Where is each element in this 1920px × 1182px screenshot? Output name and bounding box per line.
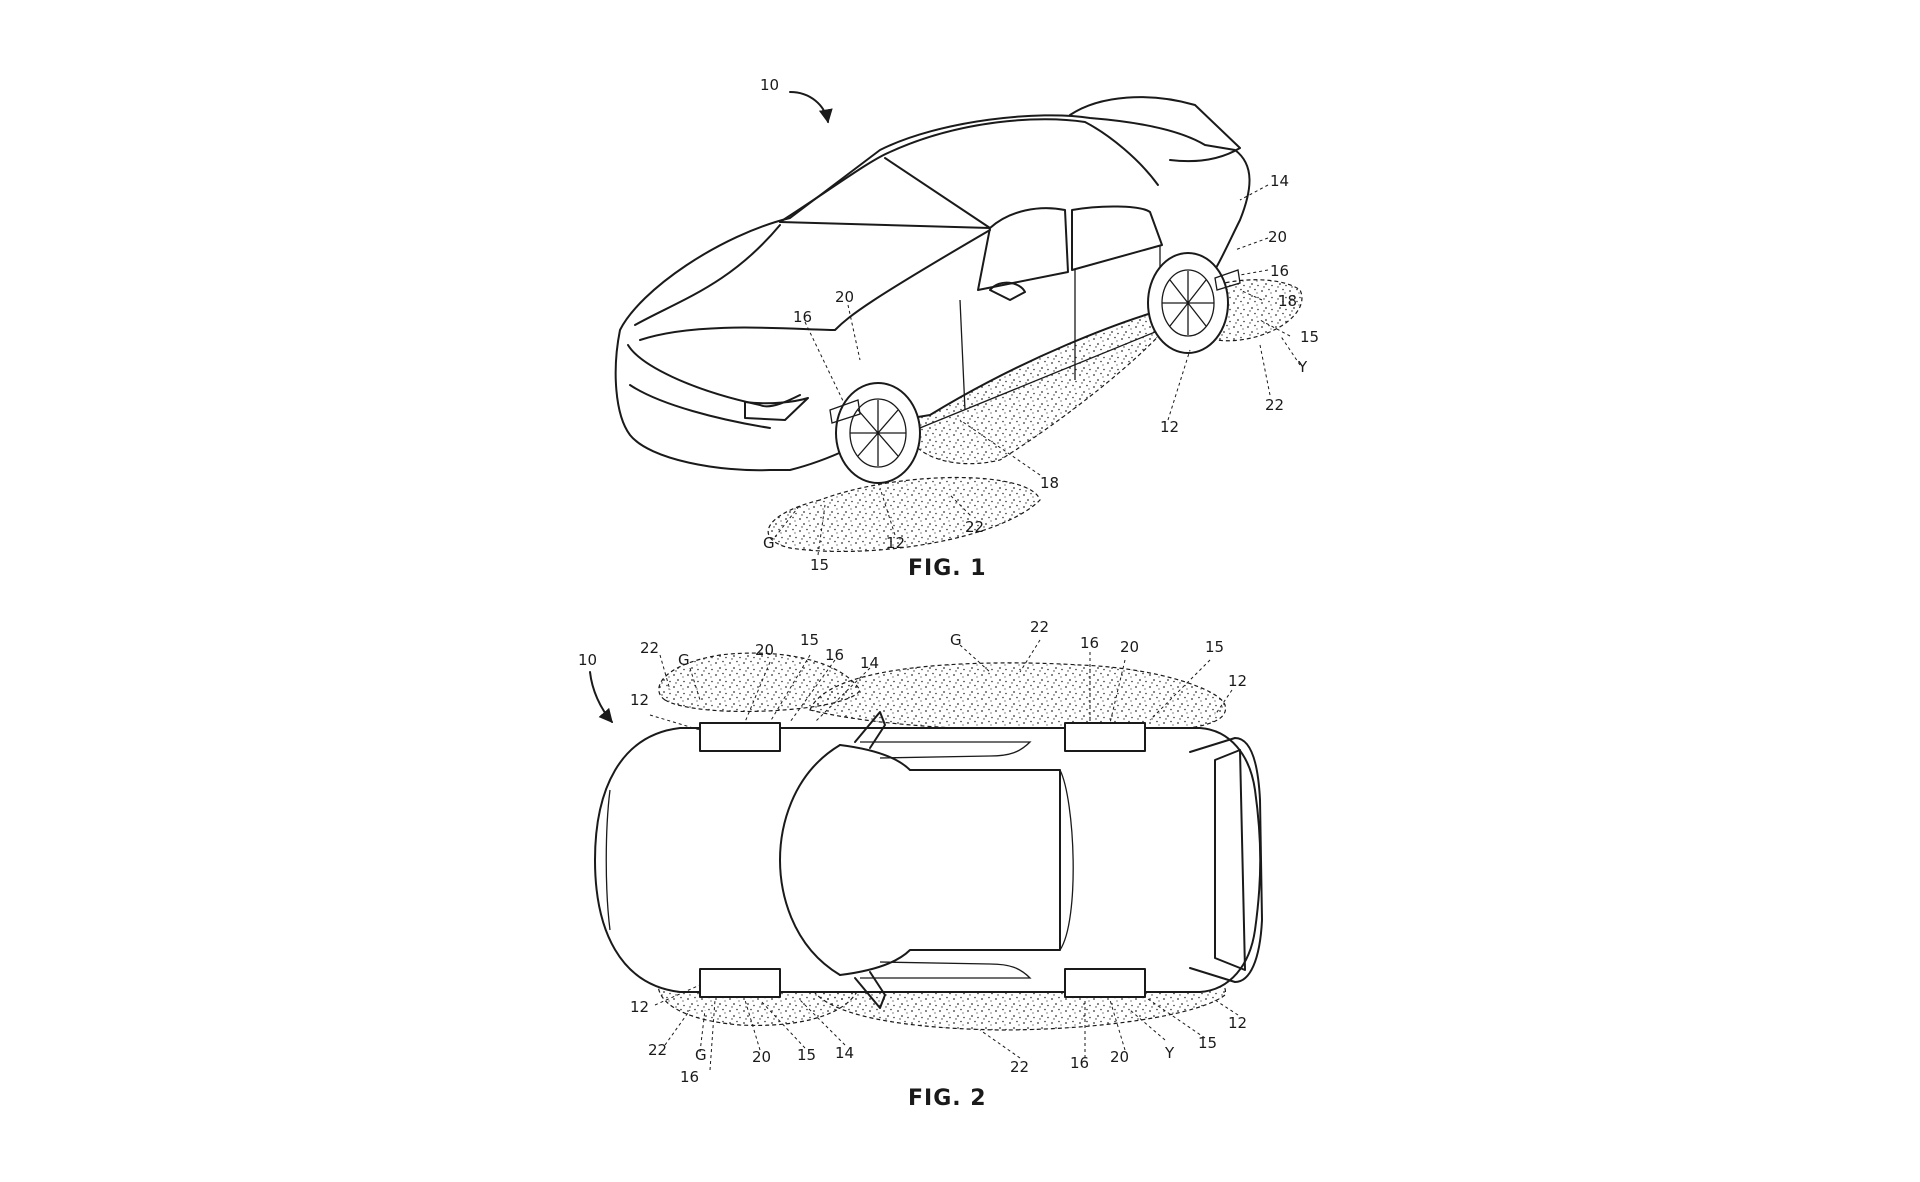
fig2-ref-label: G xyxy=(695,1046,707,1064)
fig2-car-body xyxy=(594,727,1262,993)
fig2-ref-label: 16 xyxy=(1080,634,1099,652)
fig2-ref-label: 16 xyxy=(1070,1054,1089,1072)
fig2-ref-label: 22 xyxy=(648,1041,667,1059)
fig1-ref-label: 20 xyxy=(835,288,854,306)
fig1-ref-label: 16 xyxy=(793,308,812,326)
fig2-sill-top xyxy=(860,741,1032,759)
fig1-ref-label: Y xyxy=(1297,358,1308,376)
fig2-ref-label: 16 xyxy=(680,1068,699,1086)
fig1-lamp-rear xyxy=(1214,269,1241,291)
fig1-zone-front xyxy=(767,476,1041,553)
fig1-ref-label: G xyxy=(763,534,775,552)
fig2-ref-label: 15 xyxy=(1198,1034,1217,1052)
fig2-leaders xyxy=(649,639,1239,1071)
fig1-ref-label: 12 xyxy=(1160,418,1179,436)
fig1-ref-label: 12 xyxy=(886,534,905,552)
fig1-leaders xyxy=(774,184,1301,556)
fig2-sill-bottom xyxy=(860,961,1032,979)
fig2-ref-label: 10 xyxy=(578,651,597,669)
fig2-wheel-rear-top xyxy=(1064,722,1146,752)
fig2-ref-label: 16 xyxy=(825,646,844,664)
fig1-ref-label: 14 xyxy=(1270,172,1289,190)
fig2-ref-label: 22 xyxy=(1010,1058,1029,1076)
fig1-ref-10-arrow xyxy=(789,91,833,124)
fig1-ref-label: 10 xyxy=(760,76,779,94)
fig2-drawing: 10 22 G 20 15 16 14 12 G 22 16 20 15 12 … xyxy=(578,618,1263,1111)
fig1-ref-label: 18 xyxy=(1278,292,1297,310)
fig1-ref-label: 16 xyxy=(1270,262,1289,280)
fig1-ref-label: 18 xyxy=(1040,474,1059,492)
fig2-ref-label: 12 xyxy=(630,998,649,1016)
fig1-ref-label: 22 xyxy=(1265,396,1284,414)
fig2-windshield xyxy=(779,744,841,976)
fig1-mirror xyxy=(989,281,1026,301)
fig2-caption: FIG. 2 xyxy=(908,1086,987,1111)
fig2-wheel-front-top xyxy=(699,722,781,752)
fig2-ref-label: 15 xyxy=(797,1046,816,1064)
fig2-ref-label: 15 xyxy=(1205,638,1224,656)
fig2-ref-label: 12 xyxy=(1228,1014,1247,1032)
fig1-ref-label: 15 xyxy=(1300,328,1319,346)
fig1-ref-label: 22 xyxy=(965,518,984,536)
fig2-mirror-bottom xyxy=(854,971,886,1009)
fig2-rear-glass xyxy=(1059,769,1074,951)
fig2-spoiler xyxy=(1189,737,1263,983)
fig1-headlight xyxy=(744,397,809,421)
fig2-ref-label: Y xyxy=(1164,1044,1175,1062)
fig2-roof xyxy=(839,744,1061,976)
fig2-ref-label: 12 xyxy=(1228,672,1247,690)
fig2-ref-label: 15 xyxy=(800,631,819,649)
fig1-rocker xyxy=(914,329,1161,431)
fig2-ref-label: 14 xyxy=(835,1044,854,1062)
fig1-spoiler xyxy=(1069,96,1241,163)
fig2-ref-label: 20 xyxy=(1110,1048,1129,1066)
fig2-wheel-rear-bottom xyxy=(1064,968,1146,998)
fig2-zone-left-top xyxy=(658,652,861,713)
fig1-ref-label: 15 xyxy=(810,556,829,574)
fig1-drawing: 10 14 20 16 18 15 Y 22 12 20 16 18 22 12… xyxy=(614,76,1319,581)
fig2-ref-label: 20 xyxy=(752,1048,771,1066)
fig2-ref-label: 20 xyxy=(1120,638,1139,656)
fig1-hood xyxy=(634,224,991,341)
fig1-ref-label: 20 xyxy=(1268,228,1287,246)
fig1-front-wheel xyxy=(835,382,921,484)
fig2-ref-label: 22 xyxy=(640,639,659,657)
fig2-ref-label: 22 xyxy=(1030,618,1049,636)
fig2-ref-label: 20 xyxy=(755,641,774,659)
fig2-wheel-front-bottom xyxy=(699,968,781,998)
fig2-ref-label: G xyxy=(950,631,962,649)
fig1-rear-wheel xyxy=(1147,252,1229,354)
fig1-roof xyxy=(779,118,1159,223)
fig2-nose xyxy=(605,789,611,931)
fig2-mirror-top xyxy=(854,711,886,749)
fig2-ref-10-arrow xyxy=(589,671,613,724)
fig2-ref-label: 14 xyxy=(860,654,879,672)
fig1-side-windows xyxy=(977,205,1163,291)
fig1-caption: FIG. 1 xyxy=(908,556,987,581)
fig2-ref-label: G xyxy=(678,651,690,669)
fig1-lamp-front xyxy=(829,399,861,424)
fig2-ref-label: 12 xyxy=(630,691,649,709)
